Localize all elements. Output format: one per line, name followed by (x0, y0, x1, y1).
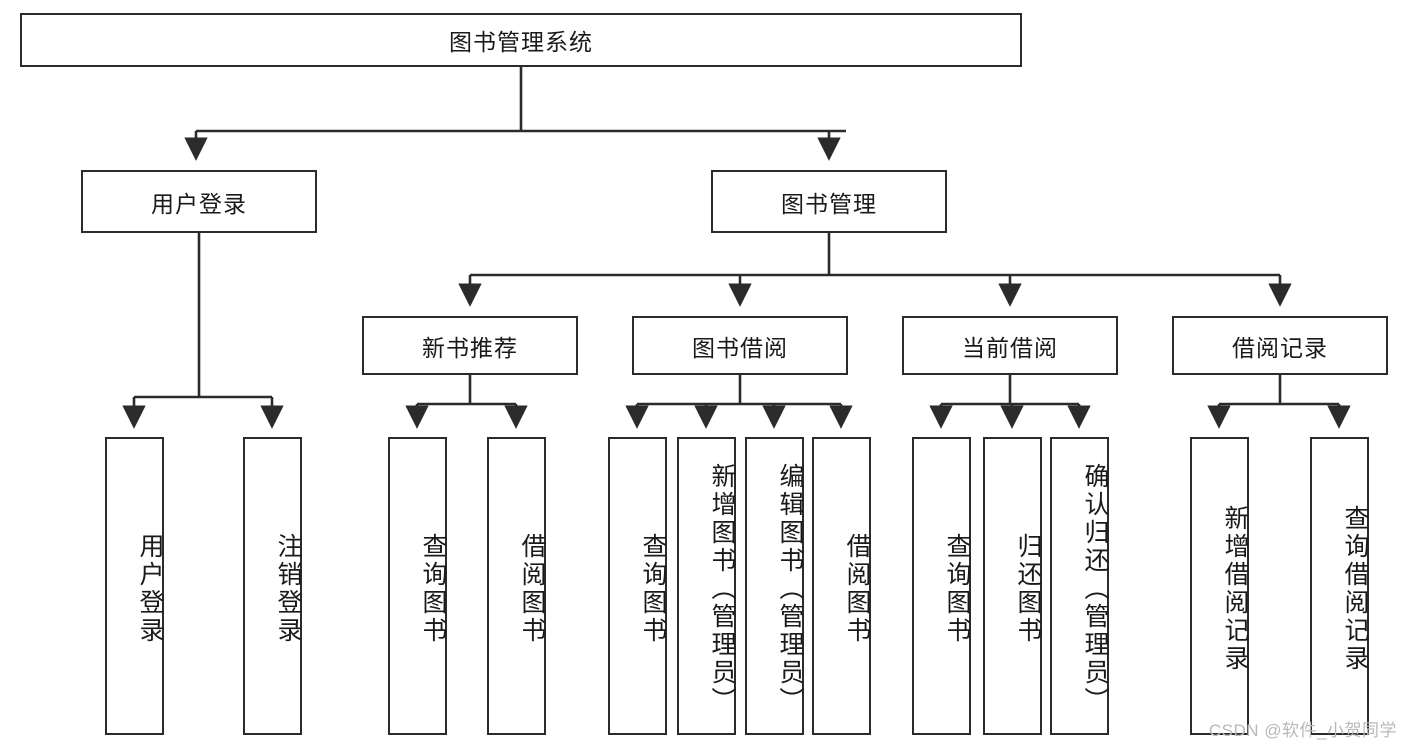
node-leaf-add-book-admin-label: 新增图书（管理员） (708, 463, 736, 715)
node-user-login-label: 用户登录 (151, 190, 247, 217)
node-leaf-return-book[interactable]: 归还图书 (983, 437, 1042, 735)
node-borrow-record[interactable]: 借阅记录 (1172, 316, 1388, 375)
node-leaf-user-login[interactable]: 用户登录 (105, 437, 164, 735)
node-leaf-borrow-book[interactable]: 借阅图书 (812, 437, 871, 735)
node-leaf-user-login-label: 用户登录 (136, 533, 164, 645)
node-leaf-add-borrow-record-label: 新增借阅记录 (1221, 505, 1249, 673)
node-leaf-return-book-label: 归还图书 (1014, 533, 1042, 645)
node-leaf-edit-book-admin-label: 编辑图书（管理员） (776, 463, 804, 715)
node-leaf-query-book-current[interactable]: 查询图书 (912, 437, 971, 735)
node-book-borrow-label: 图书借阅 (692, 334, 788, 361)
node-book-management[interactable]: 图书管理 (711, 170, 947, 233)
node-book-borrow[interactable]: 图书借阅 (632, 316, 848, 375)
node-leaf-add-borrow-record[interactable]: 新增借阅记录 (1190, 437, 1249, 735)
node-user-login[interactable]: 用户登录 (81, 170, 317, 233)
node-leaf-query-book-rec[interactable]: 查询图书 (388, 437, 447, 735)
node-leaf-logout[interactable]: 注销登录 (243, 437, 302, 735)
node-leaf-query-book-rec-label: 查询图书 (419, 533, 447, 645)
node-leaf-add-book-admin[interactable]: 新增图书（管理员） (677, 437, 736, 735)
node-leaf-confirm-return-admin-label: 确认归还（管理员） (1081, 463, 1109, 715)
node-leaf-borrow-book-rec-label: 借阅图书 (518, 533, 546, 645)
csdn-watermark: CSDN @软件_小贺同学 (1208, 721, 1397, 740)
node-leaf-confirm-return-admin[interactable]: 确认归还（管理员） (1050, 437, 1109, 735)
node-new-book-recommend[interactable]: 新书推荐 (362, 316, 578, 375)
node-leaf-borrow-book-label: 借阅图书 (843, 533, 871, 645)
node-leaf-query-borrow-record[interactable]: 查询借阅记录 (1310, 437, 1369, 735)
node-current-borrow-label: 当前借阅 (962, 334, 1058, 361)
node-borrow-record-label: 借阅记录 (1232, 334, 1328, 361)
node-current-borrow[interactable]: 当前借阅 (902, 316, 1118, 375)
node-leaf-query-book-borrow[interactable]: 查询图书 (608, 437, 667, 735)
node-new-book-recommend-label: 新书推荐 (422, 334, 518, 361)
node-leaf-query-book-current-label: 查询图书 (943, 533, 971, 645)
node-leaf-edit-book-admin[interactable]: 编辑图书（管理员） (745, 437, 804, 735)
node-leaf-borrow-book-rec[interactable]: 借阅图书 (487, 437, 546, 735)
node-book-management-label: 图书管理 (781, 190, 877, 217)
node-leaf-query-borrow-record-label: 查询借阅记录 (1341, 505, 1369, 673)
node-root-label: 图书管理系统 (449, 29, 593, 55)
node-leaf-query-book-borrow-label: 查询图书 (639, 533, 667, 645)
node-root[interactable]: 图书管理系统 (20, 13, 1022, 67)
node-leaf-logout-label: 注销登录 (274, 533, 302, 645)
